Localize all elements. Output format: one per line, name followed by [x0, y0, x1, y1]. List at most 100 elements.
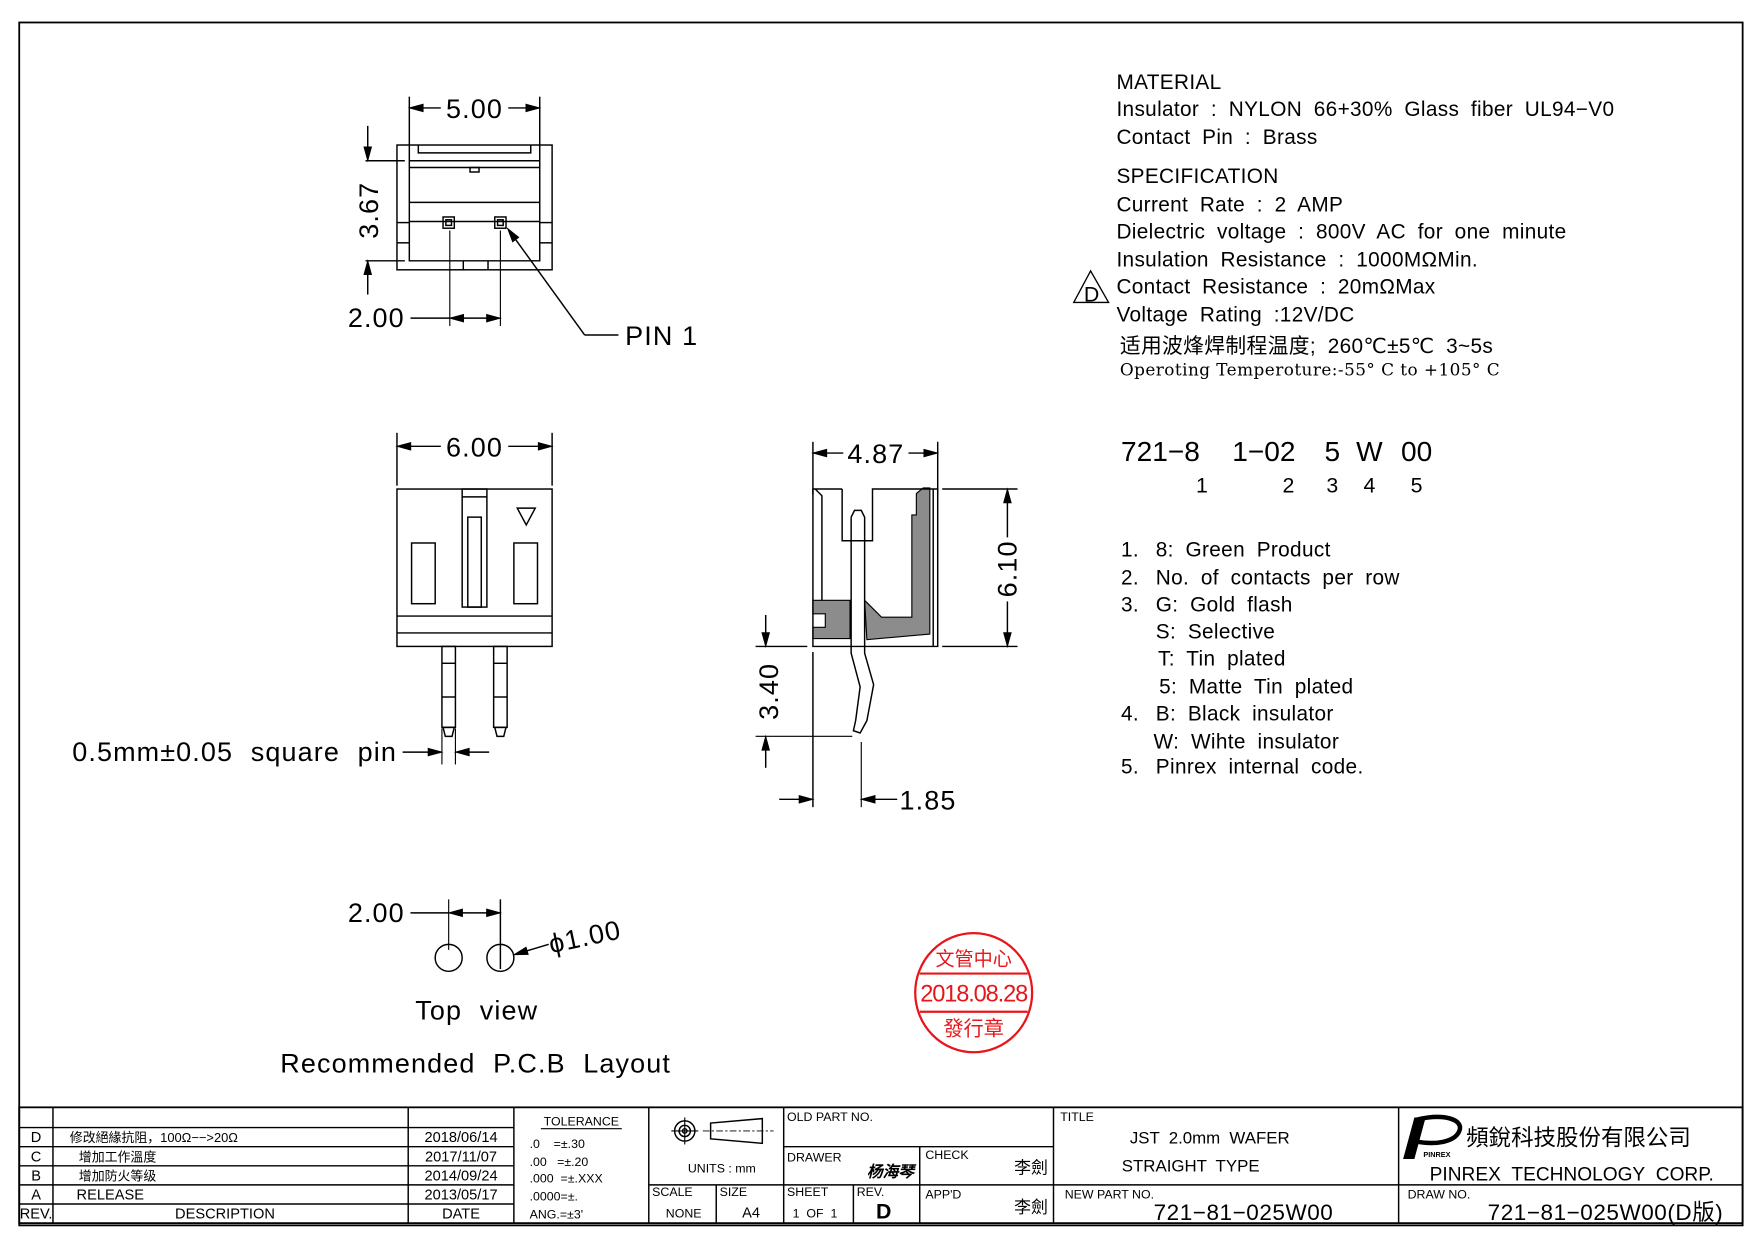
old-part-label: OLD PART NO.: [787, 1110, 873, 1124]
legend-text: G: Gold flash: [1156, 594, 1293, 617]
legend-text: 8: Green Product: [1156, 538, 1331, 561]
size-label: SIZE: [720, 1185, 747, 1199]
pin1-label: PIN 1: [625, 321, 698, 351]
sheet-label: SHEET: [787, 1185, 829, 1199]
arrowhead-icon: [448, 313, 465, 323]
legend-text: B: Black insulator: [1156, 703, 1334, 726]
arrowhead-icon: [363, 259, 373, 276]
tolerance-line: .0 =±.30: [530, 1137, 585, 1151]
spec-voltage-rating: Voltage Rating :12V/DC: [1116, 304, 1354, 327]
part-code-index: 1: [1196, 473, 1208, 497]
title-line1: JST 2.0mm WAFER: [1130, 1128, 1290, 1147]
logo-text: PINREX: [1423, 1150, 1450, 1159]
dim-top-width: 5.00: [446, 94, 503, 124]
rev-label: REV.: [857, 1185, 885, 1199]
rev-letter: D: [31, 1130, 42, 1146]
arrowhead-icon: [761, 632, 771, 649]
new-part-number: 721−81−025W00: [1154, 1200, 1334, 1225]
drawing-geometry: [18, 21, 1744, 1227]
rev-date: 2014/09/24: [424, 1168, 497, 1184]
legend-text: Pinrex internal code.: [1156, 755, 1364, 778]
tolerance-line: .000 =±.XXX: [530, 1172, 603, 1186]
legend-num: 3.: [1121, 594, 1139, 617]
size-value: A4: [742, 1206, 760, 1222]
legend-num: 2.: [1121, 567, 1139, 590]
title-label: TITLE: [1060, 1110, 1094, 1124]
spec-insulation: Insulation Resistance : 1000MΩMin.: [1116, 248, 1478, 271]
tolerance-line: .0000=±.: [530, 1190, 578, 1204]
rev-letter: C: [31, 1149, 42, 1165]
dim-side-depth: 4.87: [847, 439, 904, 469]
drawer-label: DRAWER: [787, 1150, 842, 1164]
stamp-bottom: 發行章: [943, 1017, 1004, 1040]
check-signature: 李劍: [1014, 1159, 1048, 1178]
part-code-segment: 5: [1324, 436, 1340, 467]
top-view-body: [396, 144, 553, 271]
pcb-title: Recommended P.C.B Layout: [280, 1048, 671, 1078]
material-block: MATERIAL Insulator : NYLON 66+30% Glass …: [1116, 71, 1614, 149]
part-code-index: 4: [1363, 473, 1375, 497]
arrowhead-icon: [1003, 487, 1012, 504]
sheet-border: [18, 21, 1744, 1227]
company-name-en: PINREX TECHNOLOGY CORP.: [1430, 1164, 1714, 1185]
legend-num: 5.: [1121, 755, 1139, 778]
part-code: 721−8 1−02 5 W 00 1 2 3 4 5: [1121, 436, 1432, 497]
pin: [492, 645, 508, 729]
title-block: D 修改絕緣抗阻，100Ω−−>20Ω 2018/06/14 C 增加工作溫度 …: [20, 1110, 1723, 1225]
part-code-segment: 721−8: [1121, 436, 1200, 467]
side-view-inner: [814, 488, 823, 601]
rev-letter: A: [31, 1188, 41, 1204]
legend-text: S: Selective: [1156, 621, 1275, 644]
spec-contact-resistance: Contact Resistance : 20mΩMax: [1116, 275, 1435, 298]
part-code-index: 3: [1326, 473, 1338, 497]
tolerance-line: ANG.=±3': [530, 1208, 583, 1222]
spec-soldering: 适用波烽焊制程温度; 260℃±5℃ 3~5s: [1120, 335, 1493, 358]
description-header: DESCRIPTION: [175, 1207, 275, 1223]
arrowhead-icon: [407, 103, 424, 113]
pinrex-logo: PINREX: [1403, 1114, 1463, 1160]
stamp-date: 2018.08.28: [920, 982, 1028, 1008]
tolerance-heading: TOLERANCE: [544, 1114, 619, 1128]
legend-text: No. of contacts per row: [1156, 567, 1401, 590]
spec-heading: SPECIFICATION: [1116, 165, 1278, 188]
tolerance-line: .00 =±.20: [530, 1155, 589, 1169]
pcb-view-label: Top view: [415, 996, 538, 1026]
side-view-pin: [850, 509, 875, 734]
dim-pin-length: 3.40: [754, 663, 784, 720]
rev-description: 增加防火等级: [79, 1168, 157, 1183]
legend-num: 4.: [1121, 703, 1139, 726]
material-contact-pin: Contact Pin : Brass: [1116, 126, 1317, 149]
date-header: DATE: [442, 1207, 480, 1223]
rev-description: 修改絕緣抗阻，100Ω−−>20Ω: [70, 1130, 238, 1145]
arrowhead-icon: [859, 794, 876, 804]
units-label: UNITS : mm: [688, 1162, 756, 1176]
new-part-label: NEW PART NO.: [1065, 1187, 1154, 1201]
spec-current-rate: Current Rate : 2 AMP: [1116, 193, 1343, 216]
sheet-value: 1 OF 1: [793, 1207, 838, 1221]
tolerance-block: TOLERANCE .0 =±.30 .00 =±.20 .000 =±.XXX…: [530, 1114, 619, 1221]
dimension-labels: 5.00 3.67 2.00 PIN 1 6.00 0.5mm±0.05 squ…: [72, 94, 1022, 1078]
dim-pcb-hole: ϕ1.00: [546, 915, 624, 960]
logo-p-stem: [1403, 1117, 1426, 1160]
arrowhead-icon: [525, 103, 542, 113]
arrowhead-icon: [486, 313, 503, 323]
legend-num: 1.: [1121, 538, 1139, 561]
pin: [441, 645, 457, 729]
revision-table: D 修改絕緣抗阻，100Ω−−>20Ω 2018/06/14 C 增加工作溫度 …: [20, 1130, 498, 1222]
rev-letter: B: [31, 1168, 41, 1184]
part-code-index: 5: [1411, 473, 1423, 497]
material-insulator: Insulator : NYLON 66+30% Glass fiber UL9…: [1116, 98, 1614, 121]
legend-text: W: Wihte insulator: [1154, 731, 1340, 754]
arrowhead-icon: [447, 908, 463, 918]
check-label: CHECK: [925, 1148, 969, 1162]
pcb-hole: [434, 943, 463, 973]
front-view-slot: [461, 488, 488, 608]
front-view-window: [513, 542, 539, 605]
pin-note: 0.5mm±0.05 square pin: [72, 737, 397, 767]
top-view-tab: [469, 166, 480, 173]
dim-side-height: 6.10: [992, 540, 1022, 597]
dim-top-height: 3.67: [354, 182, 384, 239]
rev-header: REV.: [20, 1207, 53, 1223]
rev-date: 2013/05/17: [424, 1188, 497, 1204]
